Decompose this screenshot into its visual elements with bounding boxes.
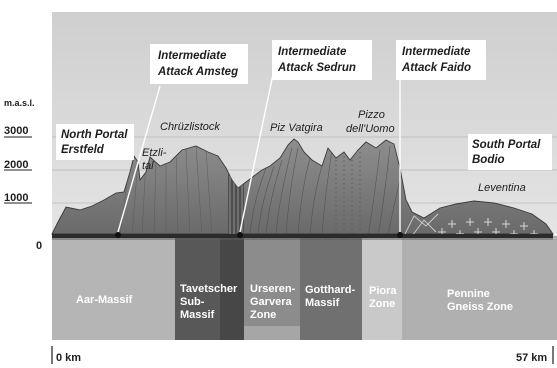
zone-gotthard-massif [300, 236, 362, 340]
zone-label-pennine-2: Gneiss Zone [447, 301, 513, 313]
south-portal-label: South Portal Bodio [468, 134, 552, 170]
zone-label-piora-1: Piora [369, 285, 397, 297]
geological-zones [52, 236, 557, 340]
tick-label-3000: 3000 [4, 125, 28, 137]
peak-pizzo-1: Pizzo [358, 109, 385, 121]
callout-amsteg-line2: Attack Amsteg [157, 66, 238, 78]
zone-label-tavetscher-2: Sub- [180, 296, 205, 308]
callout-faido-line2: Attack Faido [401, 62, 471, 74]
zone-urseren-garvera [244, 236, 300, 326]
zone-label-gotthard-1: Gotthard- [305, 284, 355, 296]
north-portal-line1: North Portal [61, 129, 128, 141]
south-portal-line1: South Portal [472, 139, 541, 151]
tick-label-1000: 1000 [4, 192, 28, 204]
south-portal-line2: Bodio [472, 154, 505, 166]
tick-label-0: 0 [36, 240, 42, 252]
zone-label-tavetscher-1: Tavetscher [180, 283, 238, 295]
zone-pennine-gneiss [402, 236, 557, 340]
km-start-label: 0 km [56, 352, 81, 364]
access-point-sedrun [237, 232, 243, 238]
zone-label-gotthard-2: Massif [305, 297, 340, 309]
tick-label-2000: 2000 [4, 159, 28, 171]
peak-piz-vatgira: Piz Vatgira [270, 122, 323, 134]
zone-label-urseren-3: Zone [250, 309, 276, 321]
zone-piora [362, 236, 402, 340]
zone-label-urseren-2: Garvera [250, 296, 292, 308]
callout-sedrun: Intermediate Attack Sedrun [272, 40, 372, 80]
peak-pizzo-2: dell'Uomo [346, 123, 395, 135]
valley-leventina: Leventina [478, 182, 526, 194]
callout-amsteg: Intermediate Attack Amsteg [150, 44, 248, 84]
north-portal-line2: Erstfeld [61, 144, 105, 156]
callout-faido: Intermediate Attack Faido [396, 40, 486, 80]
unit-label: m.a.s.l. [4, 98, 35, 108]
callout-faido-line1: Intermediate [402, 46, 471, 58]
zone-label-piora-2: Zone [369, 298, 395, 310]
zone-label-urseren-1: Urseren- [250, 283, 296, 295]
north-portal-label: North Portal Erstfeld [56, 124, 134, 160]
callout-amsteg-line1: Intermediate [158, 50, 227, 62]
access-point-faido [397, 232, 403, 238]
access-point-amsteg [115, 232, 121, 238]
zone-urseren-lower [244, 326, 300, 340]
zone-label-aar: Aar-Massif [76, 294, 133, 306]
callout-sedrun-line1: Intermediate [278, 46, 347, 58]
access-points [115, 232, 403, 238]
valley-etzli-2: tal [142, 160, 154, 172]
tick-underlines [4, 136, 32, 204]
zone-label-tavetscher-3: Massif [180, 309, 215, 321]
zone-tavetscher [175, 236, 220, 340]
peak-chruzlistock: Chrüzlistock [160, 121, 220, 133]
zone-label-pennine-1: Pennine [447, 288, 490, 300]
callout-sedrun-line2: Attack Sedrun [277, 62, 356, 74]
valley-etzli-1: Etzli- [142, 147, 167, 159]
zone-aar-massif [52, 236, 175, 340]
attack-shafts [117, 59, 401, 233]
zone-tavetscher-dark [220, 236, 244, 340]
km-end-label: 57 km [516, 352, 547, 364]
